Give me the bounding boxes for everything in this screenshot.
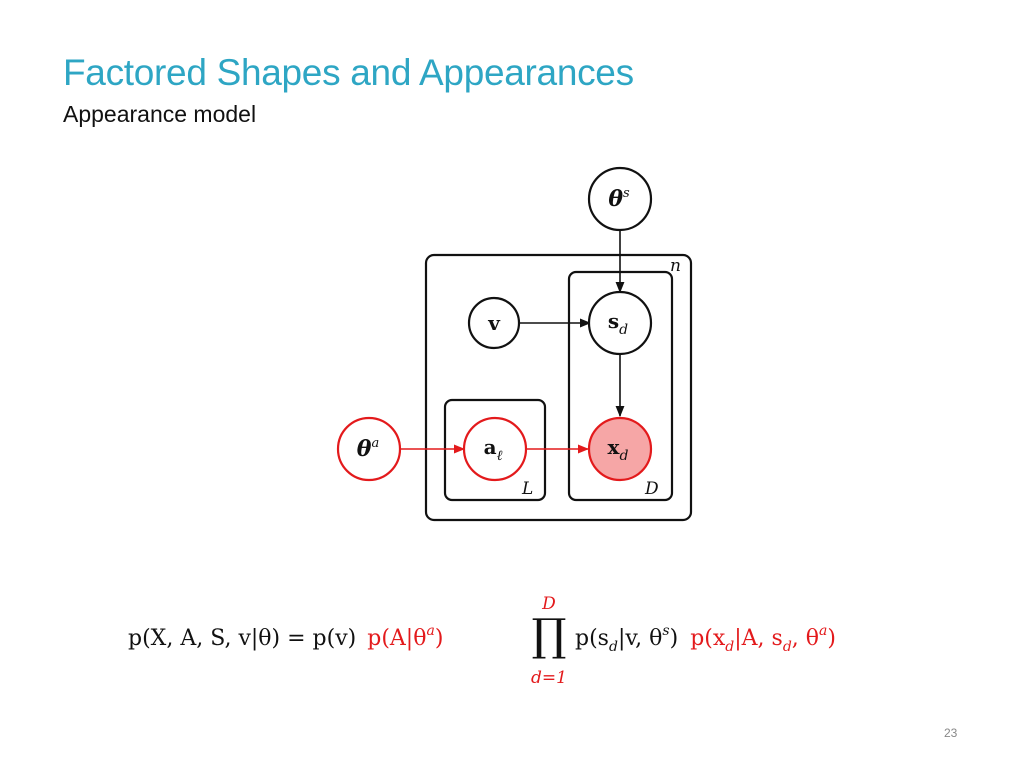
product-upper-limit: D [541,594,556,614]
joint-probability-equation: p(X, A, S, v|θ) = p(v) p(A|θa) ∏ D d=1 p… [128,594,836,688]
plate-n-label: n [670,256,681,276]
svg-text:sd: sd [608,309,628,338]
node-theta-s: θs [587,166,653,232]
svg-text:v: v [487,311,501,335]
equation-red-term-2: p(xd|A, sd, θa) [690,623,836,655]
svg-text:θa: θa [357,436,379,462]
slide-title: Factored Shapes and Appearances [63,52,634,93]
product-lower-limit: d=1 [531,668,567,688]
node-theta-a: θa [336,416,402,482]
plate-D-label: D [644,479,659,499]
node-a-l: aℓ [462,416,528,482]
node-s-d: sd [587,290,653,356]
svg-text:θs: θs [608,186,630,212]
svg-text:p(sd|v, θs): p(sd|v, θs) p(xd|A, sd, θa) [575,623,836,655]
page-number: 23 [944,726,958,740]
plate-L [443,398,547,502]
svg-text:aℓ: aℓ [484,435,503,464]
node-v: v [467,296,521,350]
svg-text:p(X, A, S, v|θ) = p(v): p(X, A, S, v|θ) = p(v) p(A|θa) [128,623,443,651]
svg-text:xd: xd [608,435,629,464]
equation-lhs: p(X, A, S, v|θ) = p(v) [128,626,356,651]
slide-subtitle: Appearance model [63,101,257,127]
equation-middle-term: p(sd|v, θs) [575,623,685,655]
plate-L-label: L [521,479,533,499]
product-symbol: ∏ [531,610,566,661]
equation-red-term-1: p(A|θa) [367,623,443,651]
node-x-d: xd [587,416,653,482]
plate-n [424,253,693,522]
